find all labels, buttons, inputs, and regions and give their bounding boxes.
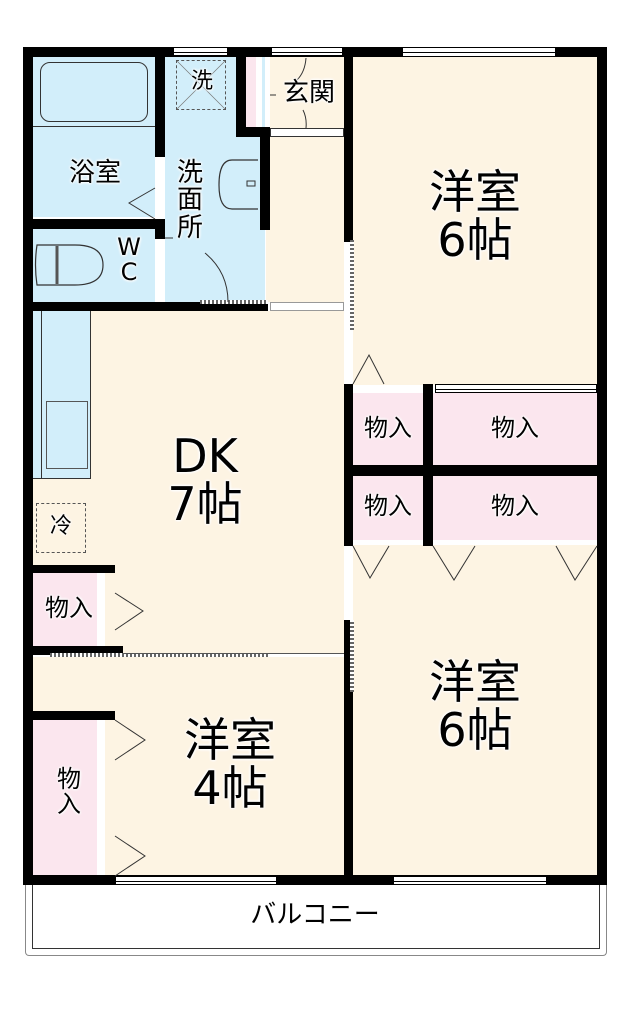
dk-label: DK 7帖 — [130, 432, 280, 529]
wc-label-w: W — [117, 233, 141, 261]
western-sw-name: 洋室 — [184, 713, 276, 767]
sink — [46, 401, 88, 469]
closet-dk-floor — [33, 573, 105, 646]
western-se-floor — [353, 545, 597, 875]
entrance-shoebox — [246, 57, 262, 127]
wall-center-vertical-3 — [344, 620, 353, 885]
washer-label: 洗 — [190, 69, 213, 94]
wc-label: W C — [114, 233, 144, 287]
wall-dk-closet-bottom — [23, 646, 123, 655]
closet-west-label: 物 入 — [33, 765, 105, 819]
wall-bath-wash — [155, 47, 165, 157]
wc-floor — [33, 229, 155, 302]
dk-size: 7帖 — [167, 477, 243, 532]
wall-wc-wash — [155, 219, 165, 239]
wall-west-closet-top — [23, 711, 115, 720]
fridge-icon[interactable] — [36, 503, 86, 553]
bath-divider — [33, 126, 155, 127]
closet-west-label-1: 物 — [57, 765, 81, 793]
western-se-name: 洋室 — [429, 655, 521, 709]
hall-opening — [270, 302, 344, 311]
closet-2-floor — [433, 393, 597, 465]
wall-wash-entrance — [236, 47, 246, 137]
window-wash — [173, 47, 228, 56]
dk-name: DK — [172, 429, 238, 483]
hall-floor — [266, 137, 344, 302]
wall-dk-closet-top — [23, 565, 115, 573]
sliding-door-se[interactable] — [350, 620, 354, 692]
wall-wet-dk — [23, 302, 268, 311]
sliding-door-dk-2[interactable] — [123, 653, 344, 657]
western-ne-size: 6帖 — [437, 213, 513, 268]
balcony-label: バルコニー — [250, 900, 380, 930]
closet-2-label: 物入 — [491, 414, 539, 442]
western-ne-floor — [353, 57, 597, 385]
toilet-icon — [34, 244, 104, 286]
window-se — [393, 876, 547, 885]
wall-outer-left — [23, 47, 33, 885]
sliding-door-ne[interactable] — [350, 240, 354, 330]
washroom-label-3: 所 — [176, 212, 203, 243]
bathtub-icon — [40, 62, 148, 122]
closet-1-floor — [353, 393, 423, 465]
entrance-label: 玄関 — [282, 78, 335, 108]
western-ne-label: 洋室 6帖 — [390, 168, 560, 265]
western-ne-name: 洋室 — [429, 165, 521, 219]
closet-west-floor — [33, 720, 105, 875]
window-sw — [115, 876, 277, 885]
bath-floor — [33, 57, 155, 217]
balcony — [25, 880, 607, 956]
wall-outer-bottom — [23, 875, 607, 885]
sliding-door-wash[interactable] — [200, 300, 268, 304]
window-entrance — [271, 47, 343, 56]
wall-bath-wc — [23, 219, 165, 229]
washer-icon[interactable] — [176, 60, 226, 110]
closet-1-label: 物入 — [364, 414, 412, 442]
kitchen-counter — [33, 311, 91, 479]
wall-wash-entrance-2 — [236, 127, 270, 137]
wall-center-vertical — [344, 47, 353, 242]
washbasin-icon — [218, 159, 258, 210]
closet-3-floor — [353, 476, 423, 540]
closet-dk-label: 物入 — [45, 594, 93, 622]
bath-label: 浴室 — [68, 158, 121, 188]
washroom-label-2: 面 — [176, 185, 203, 216]
western-se-label: 洋室 6帖 — [390, 658, 560, 755]
washroom-label-1: 洗 — [176, 158, 203, 188]
closet-4-label: 物入 — [491, 492, 539, 520]
western-sw-size: 4帖 — [192, 761, 268, 816]
western-sw-label: 洋室 4帖 — [150, 716, 310, 813]
window-closet-2 — [435, 384, 597, 393]
window-ne — [402, 47, 556, 57]
wall-closet-horiz — [344, 465, 607, 476]
western-se-size: 6帖 — [437, 703, 513, 758]
washroom-label: 洗 面 所 — [172, 158, 208, 243]
closet-west-label-2: 入 — [57, 790, 81, 819]
fridge-label: 冷 — [49, 514, 72, 539]
entrance-step — [270, 128, 344, 137]
closet-4-floor — [433, 476, 597, 540]
closet-3-label: 物入 — [364, 492, 412, 520]
sliding-door-dk[interactable] — [50, 653, 270, 657]
wc-label-c: C — [120, 258, 138, 287]
wall-wash-hall — [260, 127, 270, 230]
entrance-floor — [270, 57, 344, 132]
